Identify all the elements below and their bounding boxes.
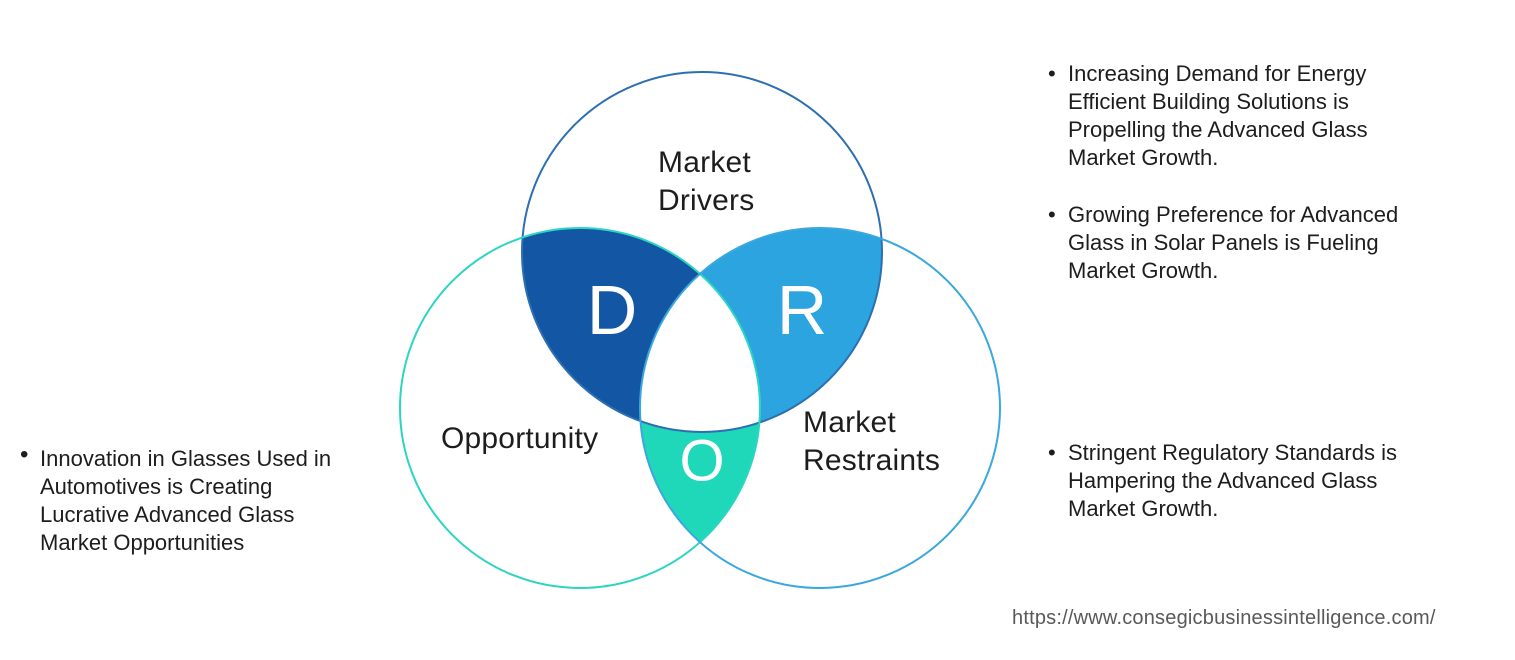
bullet-icon: • bbox=[1048, 61, 1056, 86]
driver-note-2: • Growing Preference for Advanced Glass … bbox=[1048, 201, 1478, 285]
restraints-circle bbox=[639, 227, 1001, 589]
letter-r: R bbox=[776, 271, 828, 349]
driver-note-1-text: Increasing Demand for Energy Efficient B… bbox=[1068, 61, 1368, 170]
letter-d: D bbox=[586, 271, 638, 349]
drivers-circle-label: Market Drivers bbox=[658, 146, 755, 217]
opportunity-circle-label: Opportunity bbox=[441, 422, 599, 455]
center-intersection bbox=[640, 228, 760, 432]
letter-o: O bbox=[679, 428, 725, 494]
opportunity-note-text: Innovation in Glasses Used in Automotive… bbox=[40, 446, 332, 555]
driver-note-2-text: Growing Preference for Advanced Glass in… bbox=[1068, 202, 1399, 283]
bullet-icon: • bbox=[20, 441, 29, 468]
opportunity-note: • Innovation in Glasses Used in Automoti… bbox=[20, 441, 390, 557]
restraint-note-text: Stringent Regulatory Standards is Hamper… bbox=[1068, 440, 1397, 521]
bullet-icon: • bbox=[1048, 202, 1056, 227]
opportunity-circle bbox=[399, 227, 761, 589]
bullet-icon: • bbox=[1048, 440, 1056, 465]
restraints-circle-label: Market Restraints bbox=[803, 406, 941, 477]
driver-note-1: • Increasing Demand for Energy Efficient… bbox=[1048, 60, 1478, 172]
drivers-circle bbox=[521, 71, 883, 433]
source-url: https://www.consegicbusinessintelligence… bbox=[1012, 607, 1436, 629]
restraint-note: • Stringent Regulatory Standards is Hamp… bbox=[1048, 439, 1478, 523]
